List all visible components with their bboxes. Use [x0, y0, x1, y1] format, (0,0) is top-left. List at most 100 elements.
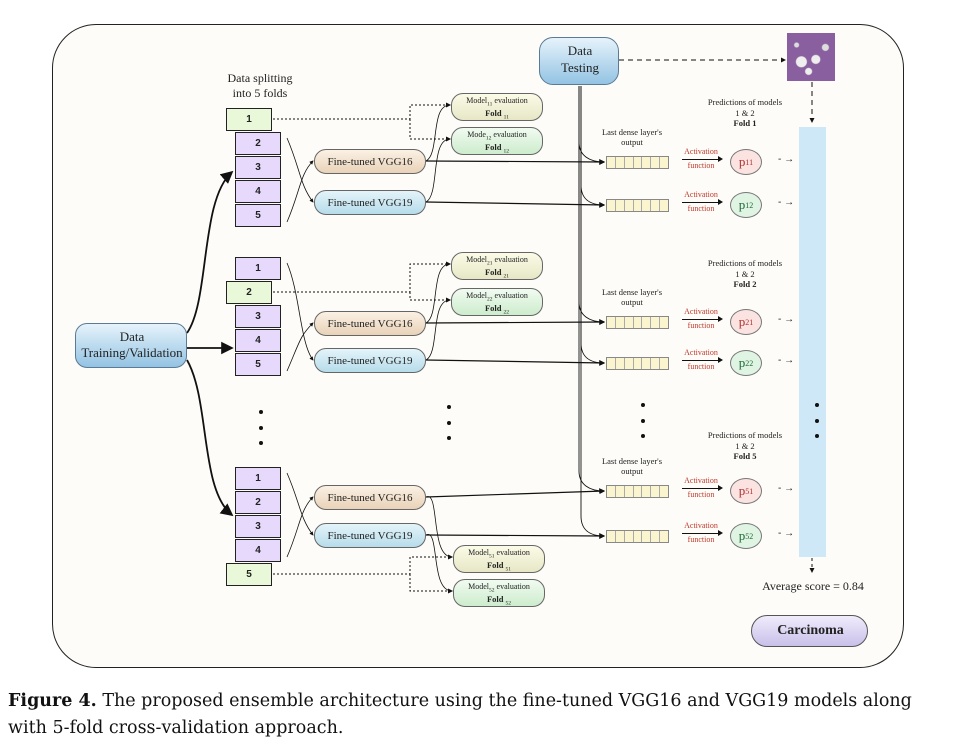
vgg16-to-dense-arrow [425, 488, 606, 498]
fold-box: 3 [235, 515, 281, 538]
predictions-line2: 1 & 2 [735, 440, 755, 451]
arrow-right-icon [676, 156, 726, 162]
eval-rest: evaluation [492, 255, 528, 264]
histology-image [787, 33, 835, 81]
vgg16-label: Fine-tuned VGG16 [327, 155, 413, 168]
test-fold-to-eval2-arrow [409, 574, 453, 594]
fold-box: 2 [235, 491, 281, 514]
vgg19-to-eval-arrow [425, 298, 451, 361]
predictions-fold: Fold 2 [733, 279, 757, 290]
vgg16-to-eval-arrow [425, 262, 451, 324]
ellipsis-dot [259, 441, 263, 445]
p-sub: 12 [745, 200, 754, 210]
score-column [799, 127, 826, 557]
fold-number: 4 [255, 545, 261, 556]
testing-to-dense-arrow [578, 86, 605, 165]
ellipsis-dot [259, 426, 263, 430]
test-fold-to-eval2-arrow [409, 292, 451, 303]
fold-to-vgg16-arrow [286, 160, 314, 223]
p-symbol: p [738, 483, 746, 498]
fold-number: 5 [246, 569, 252, 580]
ellipsis-dot [641, 403, 645, 407]
ellipsis-dot [641, 419, 645, 423]
vgg19-label: Fine-tuned VGG19 [327, 354, 413, 367]
activation-label: Activation [684, 147, 718, 156]
dashed-arrow-icon: - → [778, 355, 795, 366]
ellipsis-dot [815, 419, 819, 423]
eval-fold-sub: 52 [505, 601, 512, 608]
fold-number: 5 [255, 210, 261, 221]
predictions-line1: Predictions of models [707, 258, 783, 268]
eval-fold: Fold [484, 267, 502, 278]
fold-box: 3 [235, 305, 281, 328]
fold-number: 5 [255, 359, 261, 370]
eval-rest: evaluation [494, 548, 530, 557]
vgg19-to-dense-arrow [425, 532, 606, 539]
dense-label-line1: Last dense layer's [601, 456, 663, 466]
vgg16-node: Fine-tuned VGG16 [314, 149, 426, 174]
vgg19-to-dense-arrow [425, 201, 606, 208]
eval-rest: evaluation [494, 582, 530, 591]
vgg19-node: Fine-tuned VGG19 [314, 190, 426, 215]
function-label: function [687, 362, 715, 371]
training-label-line1: Data [119, 329, 145, 344]
eval-sub: 11 [487, 101, 493, 108]
testing-label-line2: Testing [560, 60, 600, 75]
vgg19-label: Fine-tuned VGG19 [327, 529, 413, 542]
vgg19-to-dense-arrow [425, 359, 606, 366]
vgg19-node: Fine-tuned VGG19 [314, 348, 426, 373]
eval-fold: Fold [485, 108, 502, 119]
arrow-right-icon [676, 316, 726, 322]
function-label: function [687, 161, 715, 170]
arrow-right-icon [676, 357, 726, 363]
fold-box: 3 [235, 156, 281, 179]
eval-rest: evaluation [492, 96, 528, 105]
dense-output-vector [606, 199, 669, 212]
function-label: function [687, 321, 715, 330]
carcinoma-result: Carcinoma [751, 615, 868, 647]
ellipsis-dot [447, 405, 451, 409]
splitting-label-line2: into 5 folds [232, 86, 288, 100]
eval-fold: Fold [486, 560, 504, 571]
average-score: Average score = 0.84 [762, 579, 864, 593]
dense-output-vector [606, 156, 669, 169]
ellipsis-dot [815, 434, 819, 438]
vgg16-to-dense-arrow [425, 319, 606, 326]
eval-sub: 22 [487, 296, 493, 303]
arrow-right-icon [676, 485, 726, 491]
fold-number: 3 [255, 311, 261, 322]
arrow-right-icon [676, 199, 726, 205]
fold-number: 4 [255, 335, 261, 346]
eval-fold-sub: 11 [503, 115, 509, 122]
fold-box-test: 2 [226, 281, 272, 304]
fold-box: 1 [235, 467, 281, 490]
predictions-line1: Predictions of models [707, 97, 783, 107]
fold-number: 1 [255, 473, 261, 484]
function-label: function [687, 490, 715, 499]
training-to-fold1-arrow [186, 170, 234, 334]
fold-number: 2 [255, 138, 261, 149]
p-sub: 22 [745, 358, 754, 368]
vgg16-to-eval-arrow [425, 496, 453, 559]
activation-label: Activation [684, 521, 718, 530]
eval-fold-sub: 51 [505, 567, 512, 574]
eval-model: Model [466, 291, 488, 300]
p-symbol: p [738, 355, 746, 370]
predictions-fold: Fold 1 [733, 118, 757, 129]
test-fold-to-eval1-arrow [273, 554, 453, 575]
testing-to-dense-arrow [578, 86, 605, 325]
fold-to-vgg16-arrow [286, 496, 314, 558]
eval-fold-sub: 21 [503, 274, 510, 281]
